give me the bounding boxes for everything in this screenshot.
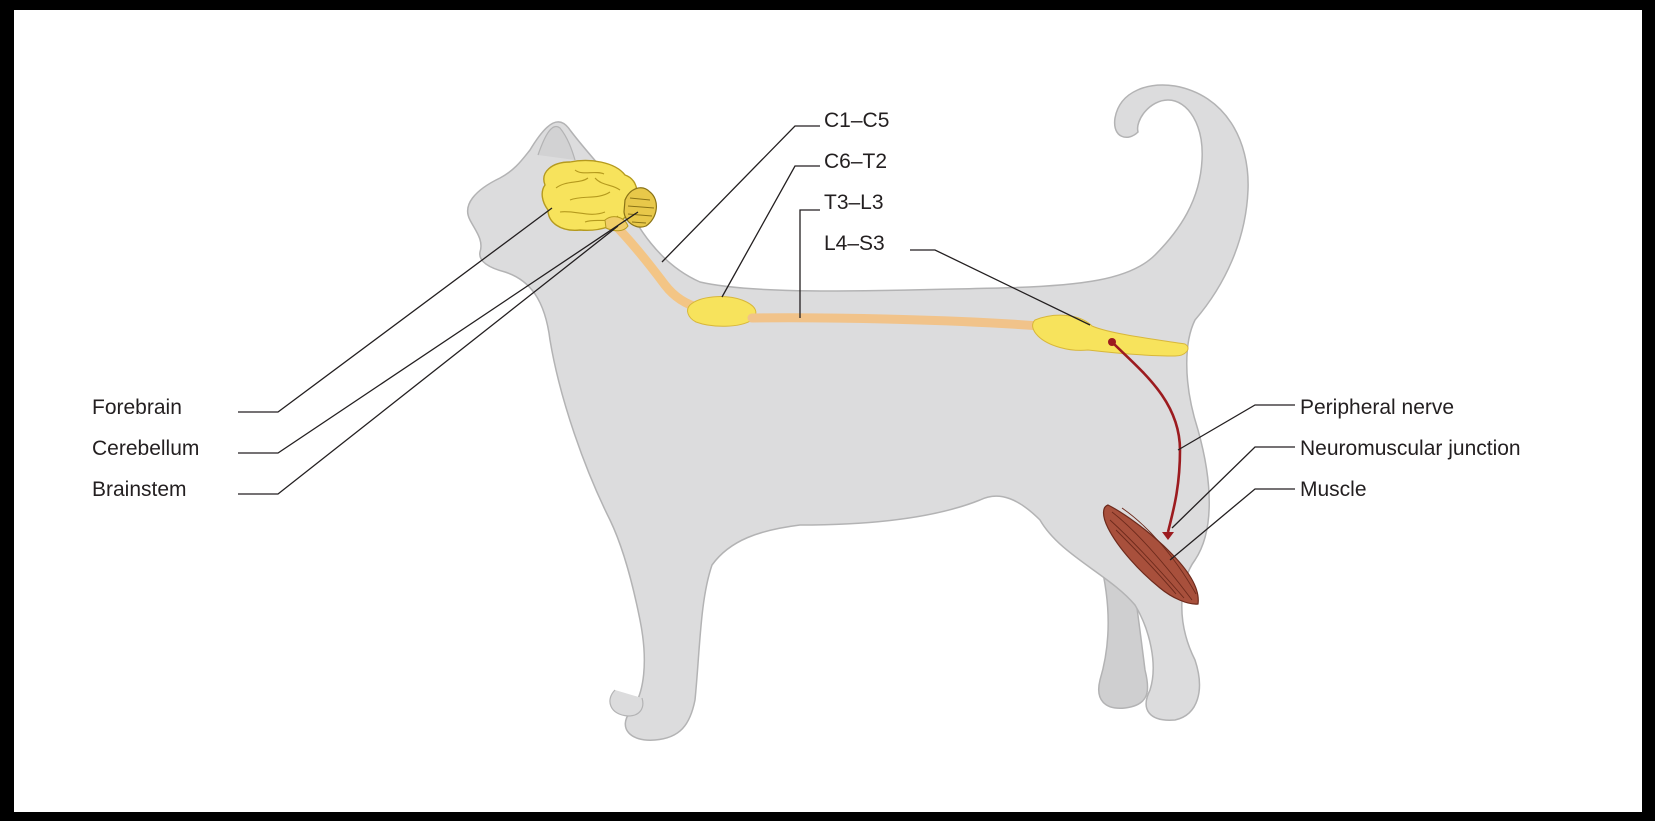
- label-forebrain: Forebrain: [92, 396, 182, 419]
- label-l4-s3: L4–S3: [824, 232, 885, 255]
- label-cerebellum: Cerebellum: [92, 437, 199, 460]
- label-muscle: Muscle: [1300, 478, 1367, 501]
- c1-c5-leader: [662, 126, 820, 262]
- label-c6-t2: C6–T2: [824, 150, 887, 173]
- label-brainstem: Brainstem: [92, 478, 187, 501]
- brain: [542, 161, 656, 231]
- label-neuromuscular-junction: Neuromuscular junction: [1300, 437, 1521, 460]
- label-t3-l3: T3–L3: [824, 191, 884, 214]
- label-c1-c5: C1–C5: [824, 109, 889, 132]
- cord-cervical-enlargement: [688, 297, 756, 327]
- cat-near-forepaw: [610, 690, 643, 716]
- label-peripheral-nerve: Peripheral nerve: [1300, 396, 1454, 419]
